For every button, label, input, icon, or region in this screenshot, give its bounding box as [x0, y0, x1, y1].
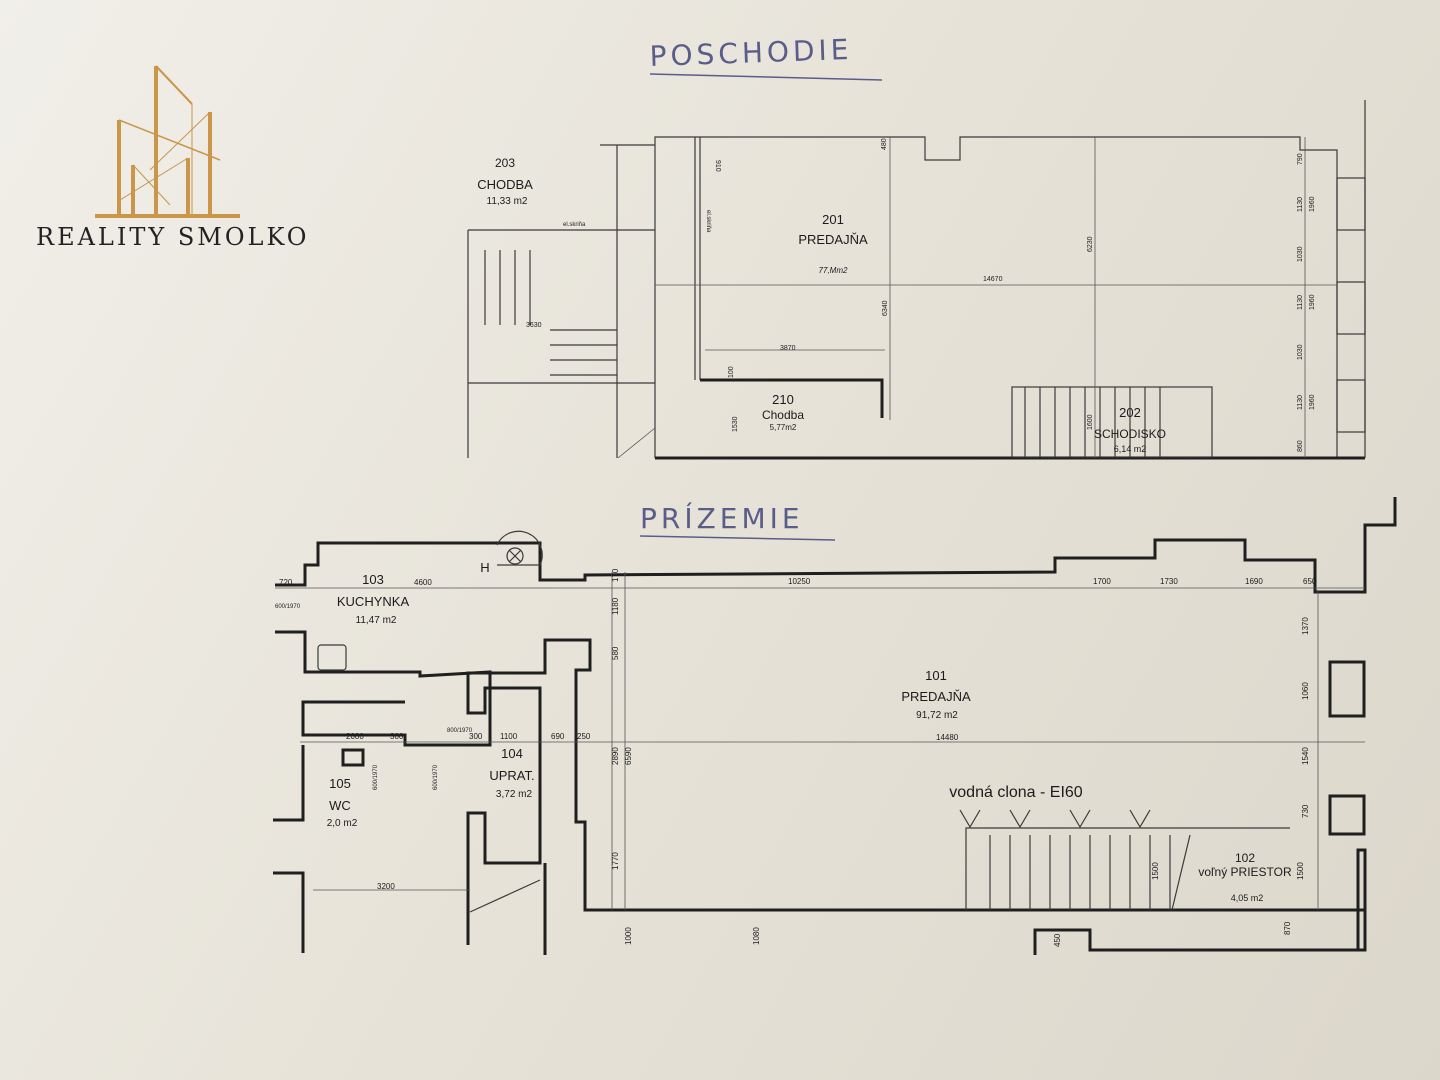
dimension: 1600	[1087, 414, 1094, 430]
dimension: 650	[1303, 577, 1317, 586]
dimension: 1530	[732, 416, 739, 432]
dimension: 300	[469, 732, 483, 741]
dimension: 250	[577, 732, 591, 741]
dimension: 1060	[1301, 682, 1310, 700]
note: el.skriňa	[563, 222, 586, 228]
room-105-number: 105	[329, 776, 351, 791]
upper-floor-plan	[467, 100, 1366, 460]
dimension: 1960	[1309, 394, 1316, 410]
dimension: 14480	[936, 733, 959, 742]
room-203-area: 11,33 m2	[487, 196, 528, 207]
dimension: 870	[1283, 921, 1292, 935]
dimension: 2000	[346, 732, 364, 741]
room-202-number: 202	[1119, 405, 1141, 420]
dimension: 10250	[788, 577, 811, 586]
dimension: 1370	[1301, 617, 1310, 635]
dimension: 14670	[983, 276, 1003, 283]
room-102-name: voľný PRIESTOR	[1198, 865, 1292, 879]
room-104-number: 104	[501, 746, 523, 761]
dimension: 1960	[1309, 196, 1316, 212]
dimension: 1130	[1297, 197, 1304, 212]
dimension: 730	[1301, 804, 1310, 818]
dimension: 1500	[1296, 862, 1305, 880]
door-size: 600/1970	[373, 764, 379, 790]
room-102-number: 102	[1235, 851, 1255, 865]
dimension: 1130	[1297, 295, 1304, 310]
dimension: 1700	[1093, 577, 1111, 586]
dimension: 170	[611, 568, 620, 582]
company-logo	[95, 65, 240, 218]
room-201-area: 77,Mm2	[819, 266, 848, 275]
room-202-name: SCHODISKO	[1094, 427, 1166, 441]
dimension: 300	[390, 732, 404, 741]
room-203-number: 203	[495, 156, 515, 170]
ground-floor-heading: PRÍZEMIE	[640, 501, 804, 535]
dimension: 1730	[1160, 577, 1178, 586]
dimension: 1690	[1245, 577, 1263, 586]
dimension: 450	[1053, 933, 1062, 947]
ground-room-labels: 103 KUCHYNKA 11,47 m2 105 WC 2,0 m2 104 …	[327, 560, 1292, 903]
room-103-number: 103	[362, 572, 384, 587]
room-203-name: CHODBA	[477, 177, 533, 192]
dimension: 3630	[526, 322, 542, 329]
room-101-name: PREDAJŇA	[901, 689, 971, 704]
room-201-number: 201	[822, 212, 844, 227]
room-210-number: 210	[772, 392, 794, 407]
room-105-name: WC	[329, 798, 351, 813]
dimension: 860	[1297, 440, 1304, 452]
dimension: 1130	[1297, 395, 1304, 410]
dimension: 6230	[1087, 236, 1094, 252]
room-210-area: 5,77m2	[770, 423, 797, 432]
dimension: 1500	[1151, 862, 1160, 880]
dimension: 1960	[1309, 294, 1316, 310]
dimension: 1770	[611, 852, 620, 870]
dimension: 6590	[624, 747, 633, 765]
upper-room-labels: 203 CHODBA 11,33 m2 201 PREDAJŇA 77,Mm2 …	[477, 156, 1166, 454]
hydrant-label: H	[480, 560, 489, 575]
dimension: 910	[714, 160, 721, 172]
dimension: 1030	[1297, 246, 1304, 262]
room-104-name: UPRAT.	[489, 768, 534, 783]
dimension: 6340	[882, 300, 889, 316]
door-size: 600/1970	[433, 764, 439, 790]
dimension: 1100	[500, 732, 518, 741]
room-210-name: Chodba	[762, 408, 804, 422]
upper-floor-heading: POSCHODIE	[649, 33, 853, 73]
dimension: 3870	[780, 345, 796, 352]
dimension: 1080	[752, 927, 761, 945]
dimension: 1180	[611, 597, 620, 615]
water-curtain-note: vodná clona - EI60	[949, 784, 1083, 801]
door-size: 600/1970	[275, 604, 301, 610]
heading-underline	[639, 535, 836, 541]
dimension: 3200	[377, 882, 395, 891]
room-101-area: 91,72 m2	[916, 710, 958, 721]
dimension: 4600	[414, 578, 432, 587]
heading-underline	[649, 73, 883, 81]
room-101-number: 101	[925, 668, 947, 683]
ground-dimension-labels: 720 4600 2000 300 300 1100 690 250 3200 …	[275, 568, 1317, 947]
ground-floor-plan	[273, 497, 1397, 955]
dimension: 690	[551, 732, 565, 741]
room-102-area: 4,05 m2	[1231, 893, 1264, 903]
room-104-area: 3,72 m2	[496, 789, 533, 800]
upper-dimension-labels: 910 480 14670 6230 6340 3870 100 1530 16…	[526, 138, 1316, 452]
dimension: 1030	[1297, 344, 1304, 360]
dimension: 100	[728, 366, 735, 378]
dimension: 580	[611, 646, 620, 660]
note: el.skriňa	[705, 210, 711, 233]
dimension: 480	[881, 138, 888, 150]
room-103-area: 11,47 m2	[356, 615, 397, 626]
dimension: 2890	[611, 747, 620, 765]
logo-text: REALITY SMOLKO	[36, 223, 309, 251]
room-201-name: PREDAJŇA	[798, 232, 868, 247]
room-202-area: 6,14 m2	[1114, 444, 1147, 454]
dimension: 1000	[624, 927, 633, 945]
door-size: 800/1970	[447, 728, 473, 734]
room-103-name: KUCHYNKA	[337, 594, 410, 609]
room-105-area: 2,0 m2	[327, 818, 358, 829]
dimension: 1540	[1301, 747, 1310, 765]
dimension: 790	[1297, 153, 1304, 165]
dimension: 720	[279, 578, 293, 587]
